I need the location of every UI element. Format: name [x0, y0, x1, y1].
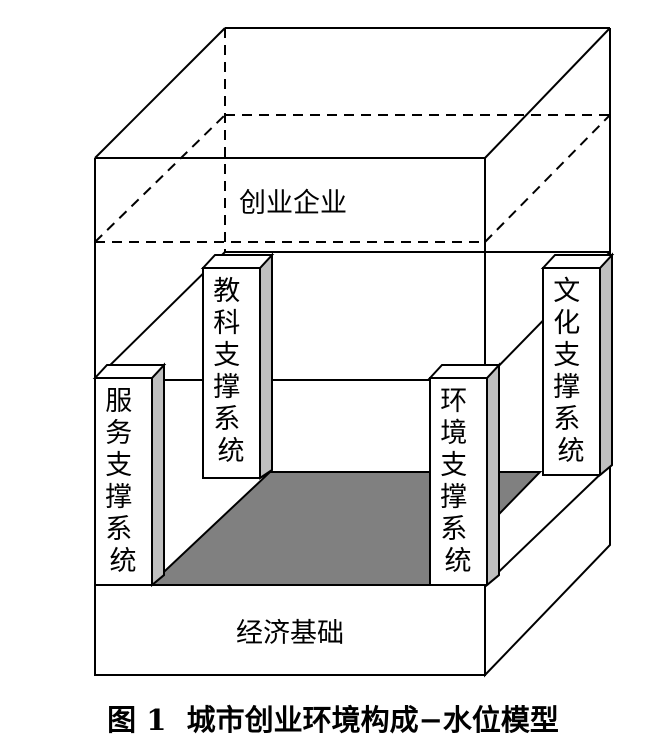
pillar-back-left-label: 教 科 支 撑 系 统	[213, 276, 249, 467]
figure-caption: 图 1 城市创业环境构成−水位模型	[107, 703, 559, 737]
top-section-label: 创业企业	[239, 188, 347, 219]
pillar-back-left: 教 科 支 撑 系 统	[200, 252, 275, 480]
pillar-front-left-label: 服 务 支 撑 系 统	[105, 386, 141, 577]
pillar-back-right: 文 化 支 撑 系 统	[540, 252, 615, 478]
base-label: 经济基础	[236, 618, 344, 649]
hidden-edges	[94, 28, 611, 252]
pillar-front-right: 环 境 支 撑 系 统	[427, 362, 502, 588]
pillar-back-right-label: 文 化 支 撑 系 统	[553, 276, 589, 467]
pillar-front-left: 服 务 支 撑 系 统	[92, 362, 167, 588]
pillar-front-right-label: 环 境 支 撑 系 统	[440, 386, 476, 577]
base-block	[94, 462, 611, 678]
